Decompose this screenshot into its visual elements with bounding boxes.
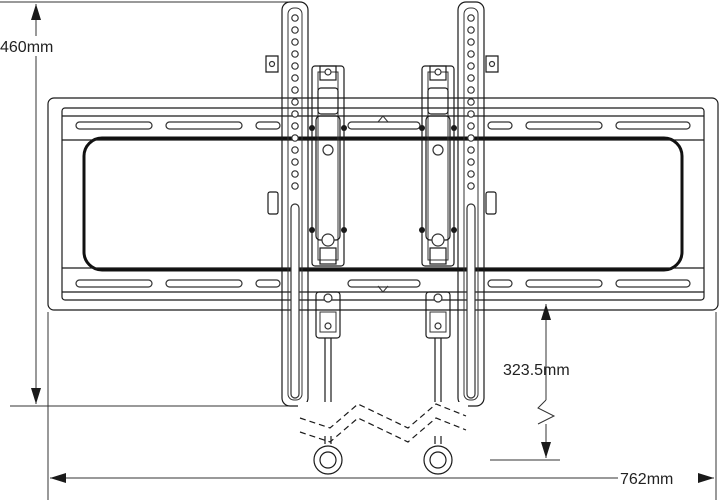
left-mechanism-bolt (341, 125, 347, 131)
left-mechanism-cylinder (315, 115, 341, 241)
left-mechanism-foot (319, 247, 337, 265)
left-mechanism-channel (317, 71, 339, 261)
left-lower-bracket-hole (324, 322, 332, 330)
right-mechanism-cap (429, 65, 447, 81)
right-arm (457, 1, 499, 407)
clearance-break-symbol (537, 399, 556, 425)
top-slots (75, 121, 691, 130)
left-arm-long-slot (290, 203, 300, 399)
left-mechanism-lower-pivot (321, 233, 335, 247)
slot (525, 279, 603, 288)
left-mechanism-cap (319, 65, 337, 81)
center-mark-bottom (377, 285, 389, 293)
left-arm-holes (291, 14, 299, 190)
left-mechanism-bolt (309, 227, 315, 233)
right-mechanism-foot (429, 247, 447, 265)
wall-plate-inner (61, 107, 705, 301)
slot (75, 121, 153, 130)
right-lower-bracket-hole (434, 322, 442, 330)
left-mechanism-upper-block (317, 87, 339, 115)
cord-break-mask (298, 402, 468, 436)
left-arm-tab-hole (268, 60, 276, 68)
right-mechanism-bolt (451, 125, 457, 131)
width-label-bg (618, 467, 698, 487)
slot (615, 121, 691, 130)
left-lower-bracket (315, 291, 341, 339)
right-mechanism-channel (427, 71, 449, 261)
left-lower-bracket-bolt (323, 293, 333, 303)
right-lower-bracket (425, 291, 451, 339)
slot (165, 121, 243, 130)
slot (487, 279, 513, 288)
right-mechanism-lower-pivot (431, 233, 445, 247)
right-mechanism-bolt (419, 125, 425, 131)
left-release-ring-inner (319, 451, 337, 469)
height-dimension: 460mm (0, 1, 288, 407)
left-arm-top-tab (265, 55, 279, 73)
right-mechanism-bolt (419, 227, 425, 233)
right-arm-tab-hole (488, 60, 496, 68)
width-arrow-left (50, 473, 66, 483)
right-arm-outer (457, 1, 485, 407)
right-mechanism-upper-block (427, 87, 449, 115)
height-arrow-top (31, 4, 41, 20)
slot (75, 279, 153, 288)
width-arrow-right (698, 473, 714, 483)
right-lower-bracket-plate (429, 311, 447, 333)
right-arm-long-slot (466, 203, 476, 399)
height-arrow-bottom (31, 388, 41, 404)
right-mechanism-bolt (451, 227, 457, 233)
slot (525, 121, 603, 130)
right-arm-holes (467, 14, 475, 190)
slot (347, 121, 421, 130)
slot (255, 121, 281, 130)
right-arm-inner (463, 7, 479, 401)
right-release-ring-inner (429, 451, 447, 469)
right-mechanism-cylinder (425, 115, 451, 241)
right-tilt-mechanism (419, 65, 457, 475)
wall-plate (47, 97, 719, 311)
left-lower-bracket-plate (319, 311, 337, 333)
clearance-label: 323.5mm (503, 362, 570, 379)
right-arm-knob (485, 191, 497, 215)
bottom-slots (75, 279, 691, 288)
slot (615, 279, 691, 288)
right-release-ring (423, 445, 453, 475)
left-mechanism-bolt (341, 227, 347, 233)
slot (487, 121, 513, 130)
right-mechanism-pivot (432, 144, 444, 156)
left-mechanism-cap-bolt (324, 68, 332, 76)
right-lower-bracket-bolt (433, 293, 443, 303)
clearance-dimension: 323.5mm (490, 304, 570, 461)
slot (165, 279, 243, 288)
left-mechanism-bolt (309, 125, 315, 131)
slot (347, 279, 421, 288)
cord-break-lines (298, 402, 468, 443)
width-dimension: 762mm (47, 312, 717, 500)
height-label: 460mm (0, 39, 53, 56)
left-mechanism-pivot (322, 144, 334, 156)
left-release-ring (313, 445, 343, 475)
left-arm-outer (281, 1, 309, 407)
left-arm-knob (267, 191, 279, 215)
clearance-arrow-top (541, 304, 551, 320)
right-mechanism-cap-bolt (434, 68, 442, 76)
wall-plate-cutout (82, 136, 684, 272)
left-arm (265, 1, 309, 407)
left-tilt-mechanism (309, 65, 347, 475)
width-label: 762mm (620, 471, 673, 488)
right-arm-top-tab (485, 55, 499, 73)
center-mark-top (377, 115, 389, 123)
wall-plate-outer (47, 97, 719, 311)
clearance-arrow-bottom (541, 442, 551, 458)
slot (255, 279, 281, 288)
left-arm-inner (287, 7, 303, 401)
height-label-bg (0, 36, 72, 56)
